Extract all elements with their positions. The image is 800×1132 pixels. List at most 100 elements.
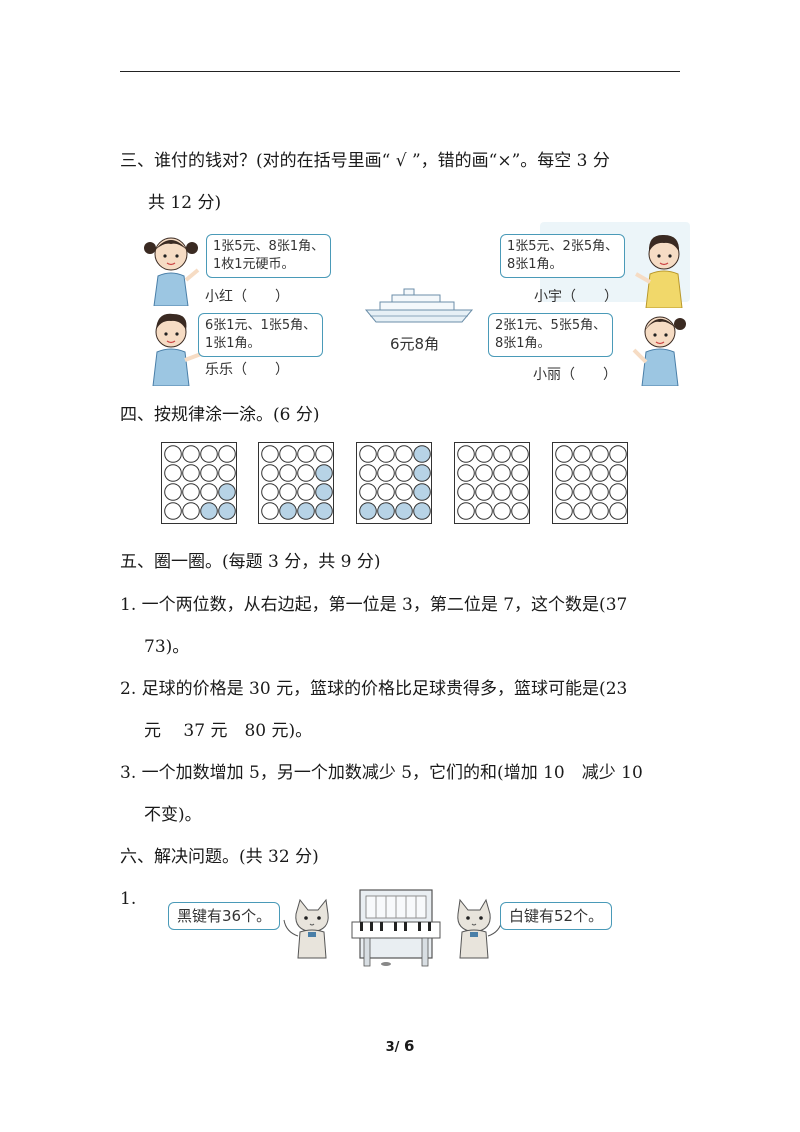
empty-circle xyxy=(182,502,200,520)
empty-circle xyxy=(591,483,609,501)
q3-line2: 不变)。 xyxy=(144,805,202,825)
empty-circle xyxy=(297,464,315,482)
filled-circle xyxy=(377,502,395,520)
empty-circle xyxy=(261,445,279,463)
circle-grid-2 xyxy=(261,445,333,520)
empty-circle xyxy=(573,445,591,463)
page-current: 3/ xyxy=(385,1040,400,1055)
empty-circle xyxy=(359,483,377,501)
empty-circle xyxy=(493,502,511,520)
filled-circle xyxy=(218,483,236,501)
girl-xiaohong-icon xyxy=(144,237,200,306)
empty-circle xyxy=(573,483,591,501)
empty-circle xyxy=(182,464,200,482)
xiaohong-speech-bubble: 1张5元、8张1角、 1枚1元硬币。 xyxy=(206,234,332,278)
xiaoyu-bubble-line2: 8张1角。 xyxy=(507,257,563,272)
xiaoli-answer-label: 小丽（ ） xyxy=(533,367,617,383)
q2-line1: 2. 足球的价格是 30 元，篮球的价格比足球贵得多，篮球可能是(23 xyxy=(120,679,628,699)
black-keys-text: 黑键有36个。 xyxy=(177,907,272,925)
empty-circle xyxy=(573,502,591,520)
empty-circle xyxy=(609,445,627,463)
empty-circle xyxy=(297,483,315,501)
black-keys-bubble: 黑键有36个。 xyxy=(168,902,281,930)
circle-grid-1 xyxy=(164,445,236,520)
empty-circle xyxy=(279,445,297,463)
circle-grid-4[interactable] xyxy=(455,443,531,525)
empty-circle xyxy=(200,483,218,501)
empty-circle xyxy=(457,502,475,520)
lele-answer-label: 乐乐（ ） xyxy=(205,362,289,378)
cat-right-icon xyxy=(457,898,503,959)
girl-xiaoli-icon xyxy=(632,316,686,386)
empty-circle xyxy=(377,464,395,482)
filled-circle xyxy=(359,502,377,520)
empty-circle xyxy=(555,483,573,501)
piano-icon xyxy=(351,889,441,967)
filled-circle xyxy=(413,483,431,501)
section6-title: 六、解决问题。(共 32 分) xyxy=(120,847,319,867)
empty-circle xyxy=(511,445,529,463)
empty-circle xyxy=(395,464,413,482)
empty-circle xyxy=(555,445,573,463)
empty-circle xyxy=(475,445,493,463)
empty-circle xyxy=(279,464,297,482)
filled-circle xyxy=(315,502,333,520)
empty-circle xyxy=(315,445,333,463)
section5-title: 五、圈一圈。(每题 3 分，共 9 分) xyxy=(120,552,381,572)
empty-circle xyxy=(164,502,182,520)
lele-bubble-line1: 6张1元、1张5角、 xyxy=(205,318,317,333)
empty-circle xyxy=(261,464,279,482)
empty-circle xyxy=(359,445,377,463)
section4-title: 四、按规律涂一涂。(6 分) xyxy=(120,405,320,425)
xiaoli-speech-bubble: 2张1元、5张5角、 8张1角。 xyxy=(488,313,614,357)
empty-circle xyxy=(297,445,315,463)
pattern-grid-1 xyxy=(161,442,237,524)
boy-lele-icon xyxy=(152,313,202,386)
empty-circle xyxy=(493,445,511,463)
cat-left-icon xyxy=(283,898,329,959)
section3-title: 三、谁付的钱对？(对的在括号里画“ √ ”，错的画“×”。每空 3 分 xyxy=(120,151,610,171)
xiaohong-bubble-line2: 1枚1元硬币。 xyxy=(213,257,295,272)
empty-circle xyxy=(511,483,529,501)
section3-title-cont: 共 12 分) xyxy=(148,193,222,213)
empty-circle xyxy=(395,445,413,463)
empty-circle xyxy=(377,445,395,463)
pattern-grid-3 xyxy=(356,442,432,524)
filled-circle xyxy=(395,502,413,520)
empty-circle xyxy=(164,464,182,482)
empty-circle xyxy=(395,483,413,501)
empty-circle xyxy=(164,445,182,463)
xiaoyu-answer-label: 小宇（ ） xyxy=(534,289,618,305)
filled-circle xyxy=(279,502,297,520)
empty-circle xyxy=(261,483,279,501)
filled-circle xyxy=(297,502,315,520)
empty-circle xyxy=(261,502,279,520)
ship-icon xyxy=(364,288,474,323)
xiaoyu-speech-bubble: 1张5元、2张5角、 8张1角。 xyxy=(500,234,626,278)
q1-line2: 73)。 xyxy=(144,637,190,657)
ship-price: 6元8角 xyxy=(390,335,440,353)
problem1-number: 1. xyxy=(120,889,137,909)
xiaohong-answer-label: 小红（ ） xyxy=(205,289,289,305)
empty-circle xyxy=(609,502,627,520)
xiaoli-bubble-line2: 8张1角。 xyxy=(495,336,551,351)
filled-circle xyxy=(413,464,431,482)
empty-circle xyxy=(377,483,395,501)
empty-circle xyxy=(182,445,200,463)
circle-grid-3 xyxy=(359,445,431,520)
white-keys-bubble: 白键有52个。 xyxy=(500,902,613,930)
q1-line1: 1. 一个两位数，从右边起，第一位是 3，第二位是 7，这个数是(37 xyxy=(120,595,628,615)
pattern-grid-4 xyxy=(454,442,530,524)
xiaohong-bubble-line1: 1张5元、8张1角、 xyxy=(213,239,325,254)
q3-line1: 3. 一个加数增加 5，另一个加数减少 5，它们的和(增加 10 减少 10 xyxy=(120,763,643,783)
filled-circle xyxy=(315,464,333,482)
lele-bubble-line2: 1张1角。 xyxy=(205,336,261,351)
empty-circle xyxy=(475,483,493,501)
filled-circle xyxy=(413,445,431,463)
xiaoyu-bubble-line1: 1张5元、2张5角、 xyxy=(507,239,619,254)
circle-grid-5[interactable] xyxy=(553,443,629,525)
page-number: 3/ 6 xyxy=(0,1037,800,1055)
empty-circle xyxy=(218,445,236,463)
empty-circle xyxy=(591,502,609,520)
empty-circle xyxy=(200,464,218,482)
